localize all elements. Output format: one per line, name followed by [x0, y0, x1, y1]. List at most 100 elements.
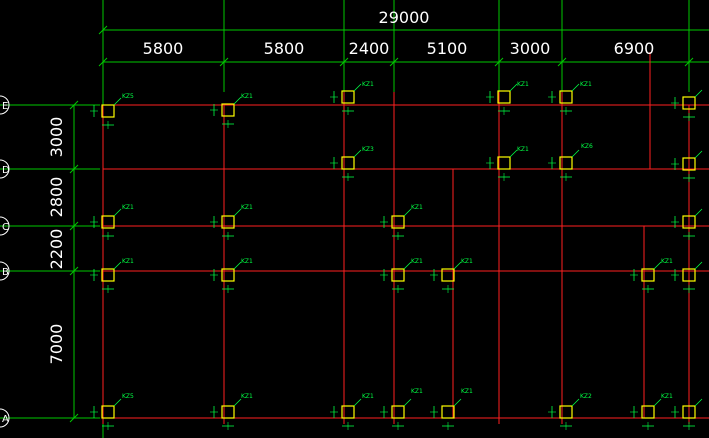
column-16 — [90, 398, 122, 430]
column-box — [101, 268, 115, 282]
column-27 — [671, 398, 703, 430]
column-10 — [380, 208, 412, 240]
column-leader — [694, 208, 703, 217]
svg-text:B: B — [2, 267, 9, 278]
column-0 — [90, 97, 122, 129]
column-leader — [694, 261, 703, 270]
dim-tick-col-5 — [557, 57, 567, 67]
column-leader — [353, 83, 362, 92]
tag-kz1-a4: KZ1 — [411, 388, 423, 395]
row-dim-2: 2800 — [47, 177, 66, 218]
column-leader — [509, 83, 518, 92]
column-leader — [233, 261, 242, 270]
column-leader — [694, 150, 703, 159]
column-box — [101, 104, 115, 118]
column-leader — [353, 149, 362, 158]
tag-kz1-b5: KZ1 — [661, 258, 673, 265]
column-leader — [453, 261, 462, 270]
column-22 — [630, 398, 662, 430]
dim-tick-col-0 — [98, 57, 108, 67]
axis-bubble-b: B — [0, 261, 10, 281]
tag-kz3-d1: KZ3 — [362, 146, 374, 153]
axis-bubble-c: C — [0, 216, 10, 236]
dim-tick-row-4 — [69, 413, 79, 423]
column-leader — [233, 398, 242, 407]
dim-tick-row-2 — [69, 221, 79, 231]
column-box — [559, 156, 573, 170]
column-box — [221, 405, 235, 419]
dim-tick-col-2 — [339, 57, 349, 67]
column-6 — [486, 149, 518, 181]
tag-kz1-a5: KZ1 — [461, 388, 473, 395]
column-24 — [671, 150, 703, 182]
column-leader — [403, 208, 412, 217]
dim-tick-row-1 — [69, 164, 79, 174]
col-dim-2: 5800 — [264, 39, 305, 58]
tag-kz6-d3: KZ6 — [581, 143, 593, 150]
tag-kz1-b1: KZ1 — [122, 258, 134, 265]
column-box — [391, 405, 405, 419]
column-box — [559, 405, 573, 419]
column-box — [221, 215, 235, 229]
column-box — [221, 268, 235, 282]
tag-kz1-e5: KZ1 — [580, 81, 592, 88]
column-box — [682, 405, 696, 419]
tag-kz5-e1: KZ5 — [122, 93, 134, 100]
column-5 — [330, 149, 362, 181]
column-box — [101, 215, 115, 229]
column-14 — [430, 261, 462, 293]
column-box — [497, 90, 511, 104]
column-9 — [210, 208, 242, 240]
column-20 — [430, 398, 462, 430]
tag-kz1-e2: KZ1 — [241, 93, 253, 100]
dim-tick-col-1 — [219, 57, 229, 67]
column-3 — [486, 83, 518, 115]
col-dim-5: 3000 — [510, 39, 551, 58]
tag-kz1-e3: KZ1 — [362, 81, 374, 88]
column-13 — [380, 261, 412, 293]
column-leader — [403, 398, 412, 407]
column-box — [101, 405, 115, 419]
column-21 — [548, 398, 580, 430]
axis-bubble-e: E — [0, 95, 10, 115]
axis-bubble-a: A — [0, 408, 10, 428]
column-box — [441, 268, 455, 282]
tag-kz1-c3: KZ1 — [411, 204, 423, 211]
column-7 — [548, 149, 580, 181]
column-box — [682, 215, 696, 229]
column-box — [682, 96, 696, 110]
tag-kz1-b4: KZ1 — [461, 258, 473, 265]
grid-lines — [102, 52, 709, 424]
column-leader — [653, 261, 662, 270]
column-box — [391, 268, 405, 282]
col-dim-4: 5100 — [427, 39, 468, 58]
column-11 — [90, 261, 122, 293]
column-box — [497, 156, 511, 170]
column-4 — [548, 83, 580, 115]
svg-text:A: A — [2, 414, 9, 425]
dim-tick-overall — [98, 25, 108, 35]
column-box — [341, 90, 355, 104]
column-leader — [571, 83, 580, 92]
columns — [90, 83, 703, 430]
column-leader — [113, 97, 122, 106]
column-box — [341, 405, 355, 419]
row-dim-1: 3000 — [47, 117, 66, 158]
column-leader — [233, 208, 242, 217]
column-23 — [671, 89, 703, 121]
column-2 — [330, 83, 362, 115]
tag-kz1-c1: KZ1 — [122, 204, 134, 211]
column-box — [641, 405, 655, 419]
dim-tick-row-0 — [69, 100, 79, 110]
column-box — [641, 268, 655, 282]
overall-dimension: 29000 — [379, 8, 430, 27]
tag-kz1-b2: KZ1 — [241, 258, 253, 265]
tag-kz1-e4: KZ1 — [517, 81, 529, 88]
column-box — [682, 268, 696, 282]
column-box — [682, 157, 696, 171]
column-19 — [380, 398, 412, 430]
column-17 — [210, 398, 242, 430]
tag-kz5-a1: KZ5 — [122, 393, 134, 400]
column-12 — [210, 261, 242, 293]
